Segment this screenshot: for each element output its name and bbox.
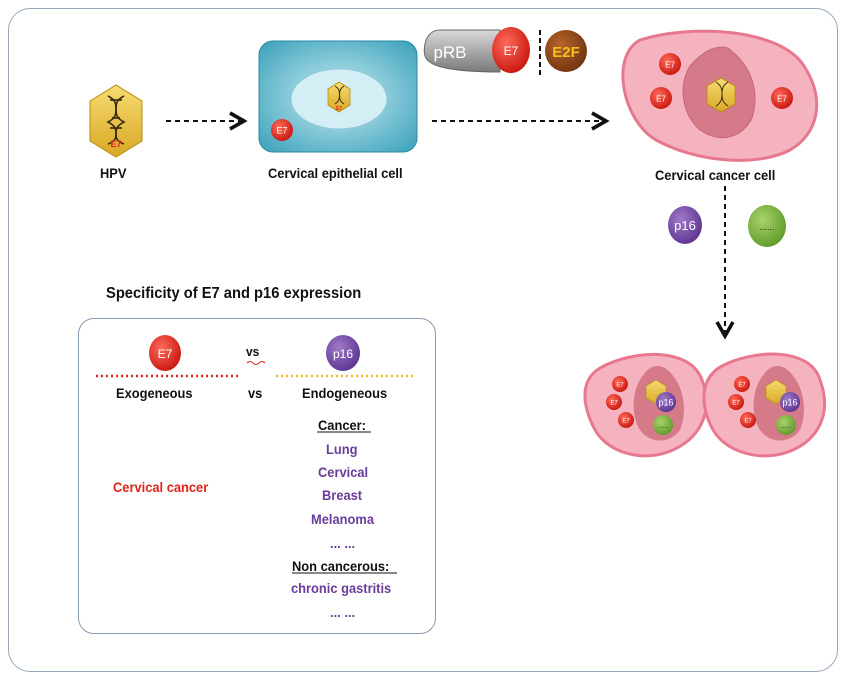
svg-text:E7: E7 [777, 95, 787, 104]
svg-text:E7: E7 [158, 347, 173, 361]
cancer-list-item: Breast [322, 487, 363, 503]
cervical-cancer-item: Cervical cancer [113, 479, 209, 495]
epithelial-cell: E7 E7 [258, 40, 418, 153]
epithelial-cell-label: Cervical epithelial cell [268, 165, 403, 181]
svg-text:p16: p16 [658, 398, 673, 408]
svg-text:E7: E7 [504, 44, 519, 58]
figure-frame [8, 8, 838, 672]
svg-text:E7: E7 [336, 106, 342, 112]
cancer-cell-label: Cervical cancer cell [655, 167, 776, 183]
hpv-label: HPV [100, 165, 127, 181]
p16-badge-icon: p16 [326, 335, 360, 371]
svg-text:E7: E7 [665, 61, 675, 70]
exogeneous-label: Exogeneous [116, 385, 193, 401]
e2f-protein-icon [545, 30, 587, 72]
e7-protein-icon [492, 27, 530, 73]
p16-marker-icon: p16 [668, 206, 702, 244]
prb-e7-e2f-complex: pRB E7 E2F [423, 27, 587, 76]
specificity-title: Specificity of E7 and p16 expression [106, 285, 362, 302]
svg-text:E7: E7 [732, 401, 740, 407]
dna-helix-icon [106, 95, 126, 145]
spell-underline [246, 361, 266, 365]
svg-text:E7: E7 [622, 419, 630, 425]
svg-text:E7: E7 [610, 401, 618, 407]
e7-protein-icon [771, 87, 793, 109]
cancer-header: Cancer: [318, 417, 366, 433]
hpv-e7-text: E7 [110, 139, 121, 149]
cervical-cancer-cell: E7 E7 E7 [621, 29, 819, 162]
vs-top-label: vs [246, 344, 260, 359]
cancer-list-item: Lung [326, 441, 358, 457]
svg-text:E7: E7 [744, 419, 752, 425]
svg-text:......: ...... [759, 222, 774, 232]
e7-protein-icon [271, 119, 293, 141]
cancer-list-item: ... ... [330, 535, 356, 551]
cancer-list-item: Melanoma [311, 511, 374, 527]
svg-text:......: ...... [658, 424, 668, 430]
prb-protein-icon [423, 29, 501, 73]
cancer-list-item: Cervical [318, 464, 369, 480]
svg-text:pRB: pRB [433, 43, 466, 62]
noncancer-list-item: chronic gastritis [291, 580, 392, 596]
svg-text:p16: p16 [674, 218, 696, 233]
hpv-in-nucleus-icon [706, 77, 736, 113]
vs-label: vs [248, 385, 263, 401]
svg-text:E2F: E2F [552, 44, 580, 61]
daughter-cell-left: p16 ...... E7 E7 E7 [583, 353, 708, 458]
specificity-box [78, 318, 436, 634]
svg-text:E7: E7 [276, 126, 287, 136]
svg-text:......: ...... [781, 424, 791, 430]
endogeneous-label: Endogeneous [302, 385, 388, 401]
svg-text:E7: E7 [616, 383, 624, 389]
svg-text:E7: E7 [656, 95, 666, 104]
e7-protein-icon [650, 87, 672, 109]
e7-protein-icon [659, 53, 681, 75]
unknown-marker-icon: ...... [748, 205, 786, 247]
svg-text:p16: p16 [333, 347, 353, 361]
svg-text:p16: p16 [782, 398, 797, 408]
noncancer-header: Non cancerous: [292, 558, 390, 574]
hpv-virus-icon: E7 [89, 84, 143, 158]
daughter-cell-right: p16 ...... E7 E7 E7 [702, 352, 826, 458]
noncancer-list-item: ... ... [330, 604, 356, 620]
svg-text:E7: E7 [738, 383, 746, 389]
e7-badge-icon: E7 [149, 335, 181, 371]
